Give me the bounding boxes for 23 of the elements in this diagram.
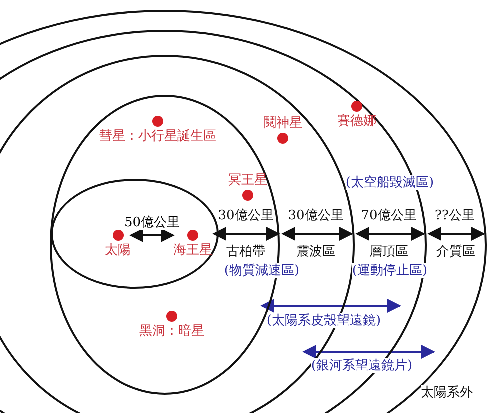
planet-label: 海王星 xyxy=(174,243,212,258)
distance-label: 30億公里 xyxy=(288,208,344,224)
zone-label: 古柏帶 xyxy=(226,244,266,260)
zone-note: (太空船毀滅區) xyxy=(346,176,434,190)
planet-label: 冥王星 xyxy=(228,173,268,188)
distance-label: 70億公里 xyxy=(361,208,417,224)
planet-label: 太陽 xyxy=(105,243,131,258)
zone-label: 太陽系外 xyxy=(421,386,473,400)
zone-note: (銀河系望遠鏡片) xyxy=(311,358,413,374)
distance-label: 30億公里 xyxy=(218,208,274,224)
zone-note: (物質減速區) xyxy=(224,264,300,278)
distance-label: ??公里 xyxy=(435,208,475,224)
zone-label: 層頂區 xyxy=(370,244,408,260)
planet-label: 鬩神星 xyxy=(264,116,302,131)
planet-label: 賽德娜 xyxy=(338,114,376,129)
planet-label: 彗星：小行星誕生區 xyxy=(100,129,216,144)
zone-note: (太陽系皮殼望遠鏡) xyxy=(266,314,382,328)
double-arrow xyxy=(130,228,175,242)
zone-note: (運動停止區) xyxy=(352,264,428,278)
zone-label: 介質區 xyxy=(436,244,476,260)
edge-label: 50億公里 xyxy=(124,215,180,230)
zone-label: 震波區 xyxy=(296,244,336,260)
planet-label: 黑洞：暗星 xyxy=(140,324,204,339)
